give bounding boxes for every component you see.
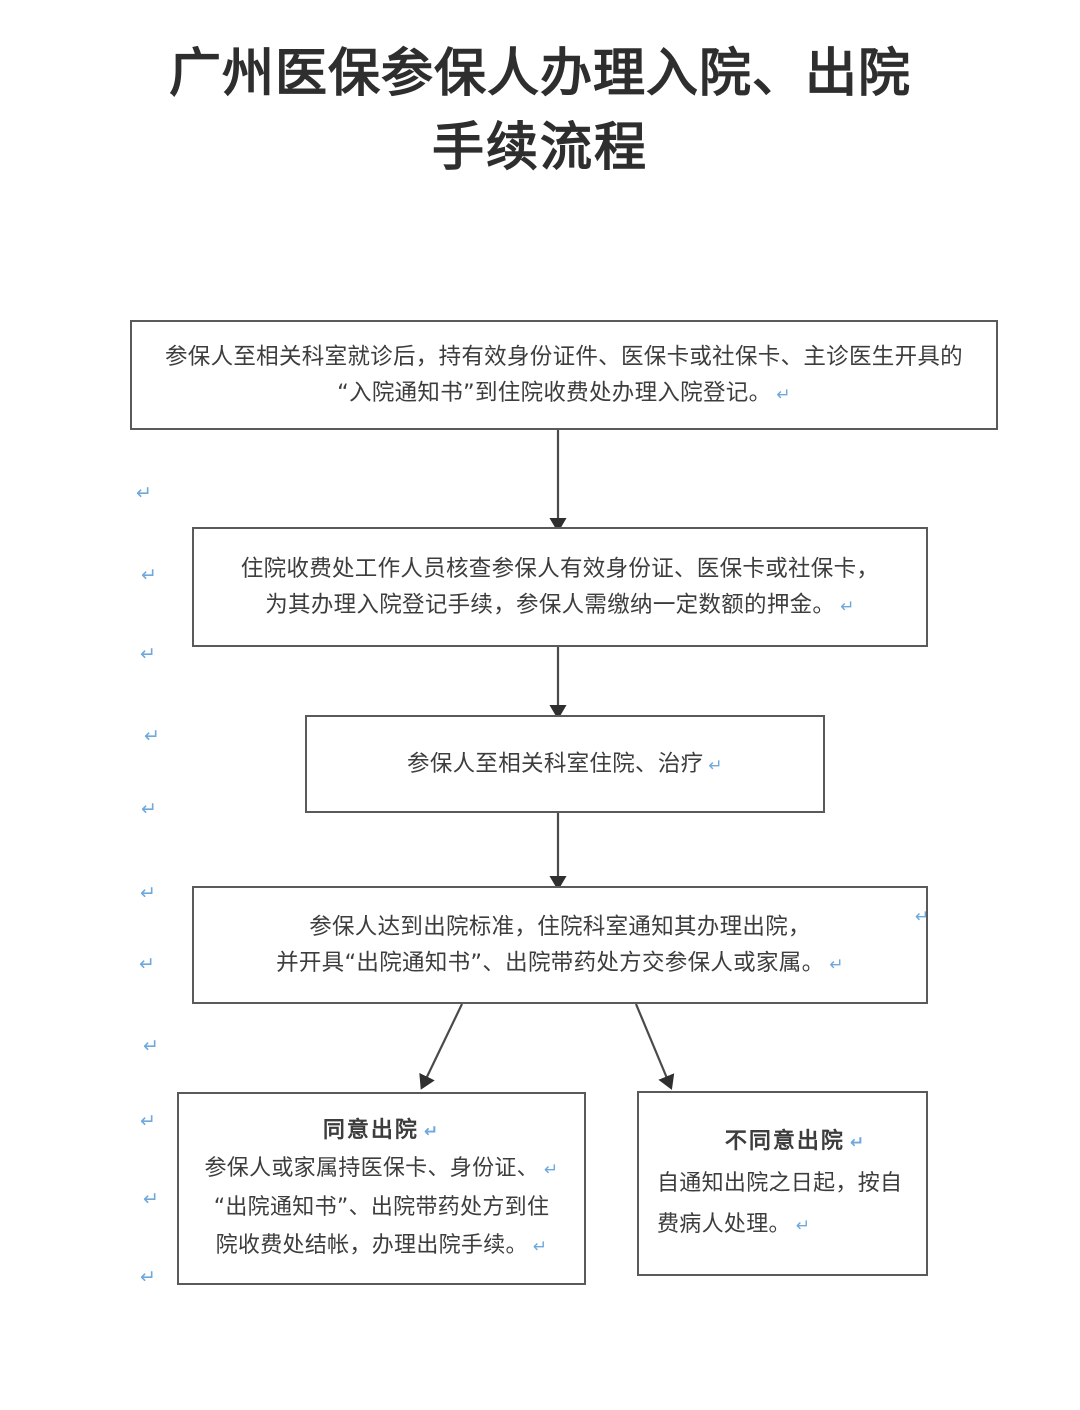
box-6-heading-text: 不同意出院 — [724, 1129, 845, 1155]
box-3-line-1-text: 参保人至相关科室住院、治疗 — [407, 750, 704, 777]
discharge-notice-step: 参保人达到出院标准，住院科室通知其办理出院， 并开具“出院通知书”、出院带药处方… — [192, 886, 928, 1004]
return-mark-icon: ↵ — [136, 482, 152, 504]
box-2-line-2: 为其办理入院登记手续，参保人需缴纳一定数额的押金。↵ — [265, 587, 855, 623]
box-6-line-1: 自通知出院之日起，按自 — [657, 1170, 903, 1196]
box-6-line-2: 费病人处理。↵ — [657, 1204, 810, 1245]
disagree-discharge-branch: 不同意出院↵ 自通知出院之日起，按自 费病人处理。↵ — [637, 1091, 928, 1276]
return-mark-icon: ↵ — [532, 1236, 548, 1257]
return-mark-icon: ↵ — [140, 1110, 156, 1132]
box-5-line-3-text: 院收费处结帐，办理出院手续。 — [215, 1232, 528, 1258]
return-mark-icon: ↵ — [143, 1035, 159, 1057]
cashier-verification-step: 住院收费处工作人员核查参保人有效身份证、医保卡或社保卡， 为其办理入院登记手续，… — [192, 527, 928, 647]
box-2-line-2-text: 为其办理入院登记手续，参保人需缴纳一定数额的押金。 — [265, 592, 836, 618]
return-mark-icon: ↵ — [140, 643, 156, 665]
return-mark-icon: ↵ — [423, 1121, 441, 1142]
box-5-line-3: 院收费处结帐，办理出院手续。↵ — [216, 1227, 548, 1265]
box-6-heading: 不同意出院↵ — [725, 1121, 866, 1162]
box-2-line-1: 住院收费处工作人员核查参保人有效身份证、医保卡或社保卡， — [240, 555, 880, 582]
return-mark-icon: ↵ — [840, 597, 855, 617]
box-4-line-2: 并开具“出院通知书”、出院带药处方交参保人或家属。↵ — [276, 945, 844, 981]
return-mark-icon: ↵ — [143, 1188, 159, 1210]
box-5-heading: 同意出院↵ — [323, 1112, 440, 1150]
return-mark-icon: ↵ — [776, 385, 791, 405]
return-mark-icon: ↵ — [140, 1266, 156, 1288]
return-mark-icon: ↵ — [141, 798, 157, 820]
arrow-step4-to-agree-discharge — [419, 1003, 463, 1090]
return-mark-icon: ↵ — [140, 882, 156, 904]
box-1-line-2: “入院通知书”到住院收费处办理入院登记。↵ — [337, 375, 791, 411]
return-mark-icon: ↵ — [139, 953, 155, 975]
box-5-line-1-text: 参保人或家属持医保卡、身份证、 — [204, 1156, 539, 1182]
return-mark-icon: ↵ — [849, 1133, 867, 1154]
page-title-line-2: 手续流程 — [431, 117, 648, 178]
box-1-line-1: 参保人至相关科室就诊后，持有效身份证件、医保卡或社保卡、主诊医生开具的 — [164, 343, 963, 370]
box-1-line-2-text: “入院通知书”到住院收费处办理入院登记。 — [337, 380, 772, 406]
return-mark-icon: ↵ — [543, 1160, 559, 1181]
box-4-line-2-text: 并开具“出院通知书”、出院带药处方交参保人或家属。 — [276, 950, 825, 976]
box-4-line-1: 参保人达到出院标准，住院科室通知其办理出院， — [309, 913, 811, 940]
box-3-line-1: 参保人至相关科室住院、治疗↵ — [407, 746, 723, 782]
admission-registration-step: 参保人至相关科室就诊后，持有效身份证件、医保卡或社保卡、主诊医生开具的 “入院通… — [130, 320, 998, 430]
return-mark-icon: ↵ — [915, 907, 930, 927]
hospitalization-treatment-step: 参保人至相关科室住院、治疗↵ — [305, 715, 825, 813]
box-6-line-2-text: 费病人处理。 — [657, 1212, 791, 1238]
return-mark-icon: ↵ — [795, 1216, 811, 1237]
agree-discharge-branch: 同意出院↵ 参保人或家属持医保卡、身份证、↵ “出院通知书”、出院带药处方到住 … — [177, 1092, 586, 1285]
box-5-line-1: 参保人或家属持医保卡、身份证、↵ — [204, 1150, 558, 1188]
page-title: 广州医保参保人办理入院、出院 手续流程 — [90, 38, 990, 186]
return-mark-icon: ↵ — [141, 564, 157, 586]
box-5-line-2: “出院通知书”、出院带药处方到住 — [213, 1194, 550, 1220]
box-5-heading-text: 同意出院 — [322, 1117, 419, 1143]
return-mark-icon: ↵ — [144, 725, 160, 747]
arrow-step4-to-disagree-discharge — [634, 1003, 675, 1090]
return-mark-icon: ↵ — [829, 955, 844, 975]
page-title-line-1: 广州医保参保人办理入院、出院 — [168, 44, 911, 104]
return-mark-icon: ↵ — [708, 755, 723, 776]
